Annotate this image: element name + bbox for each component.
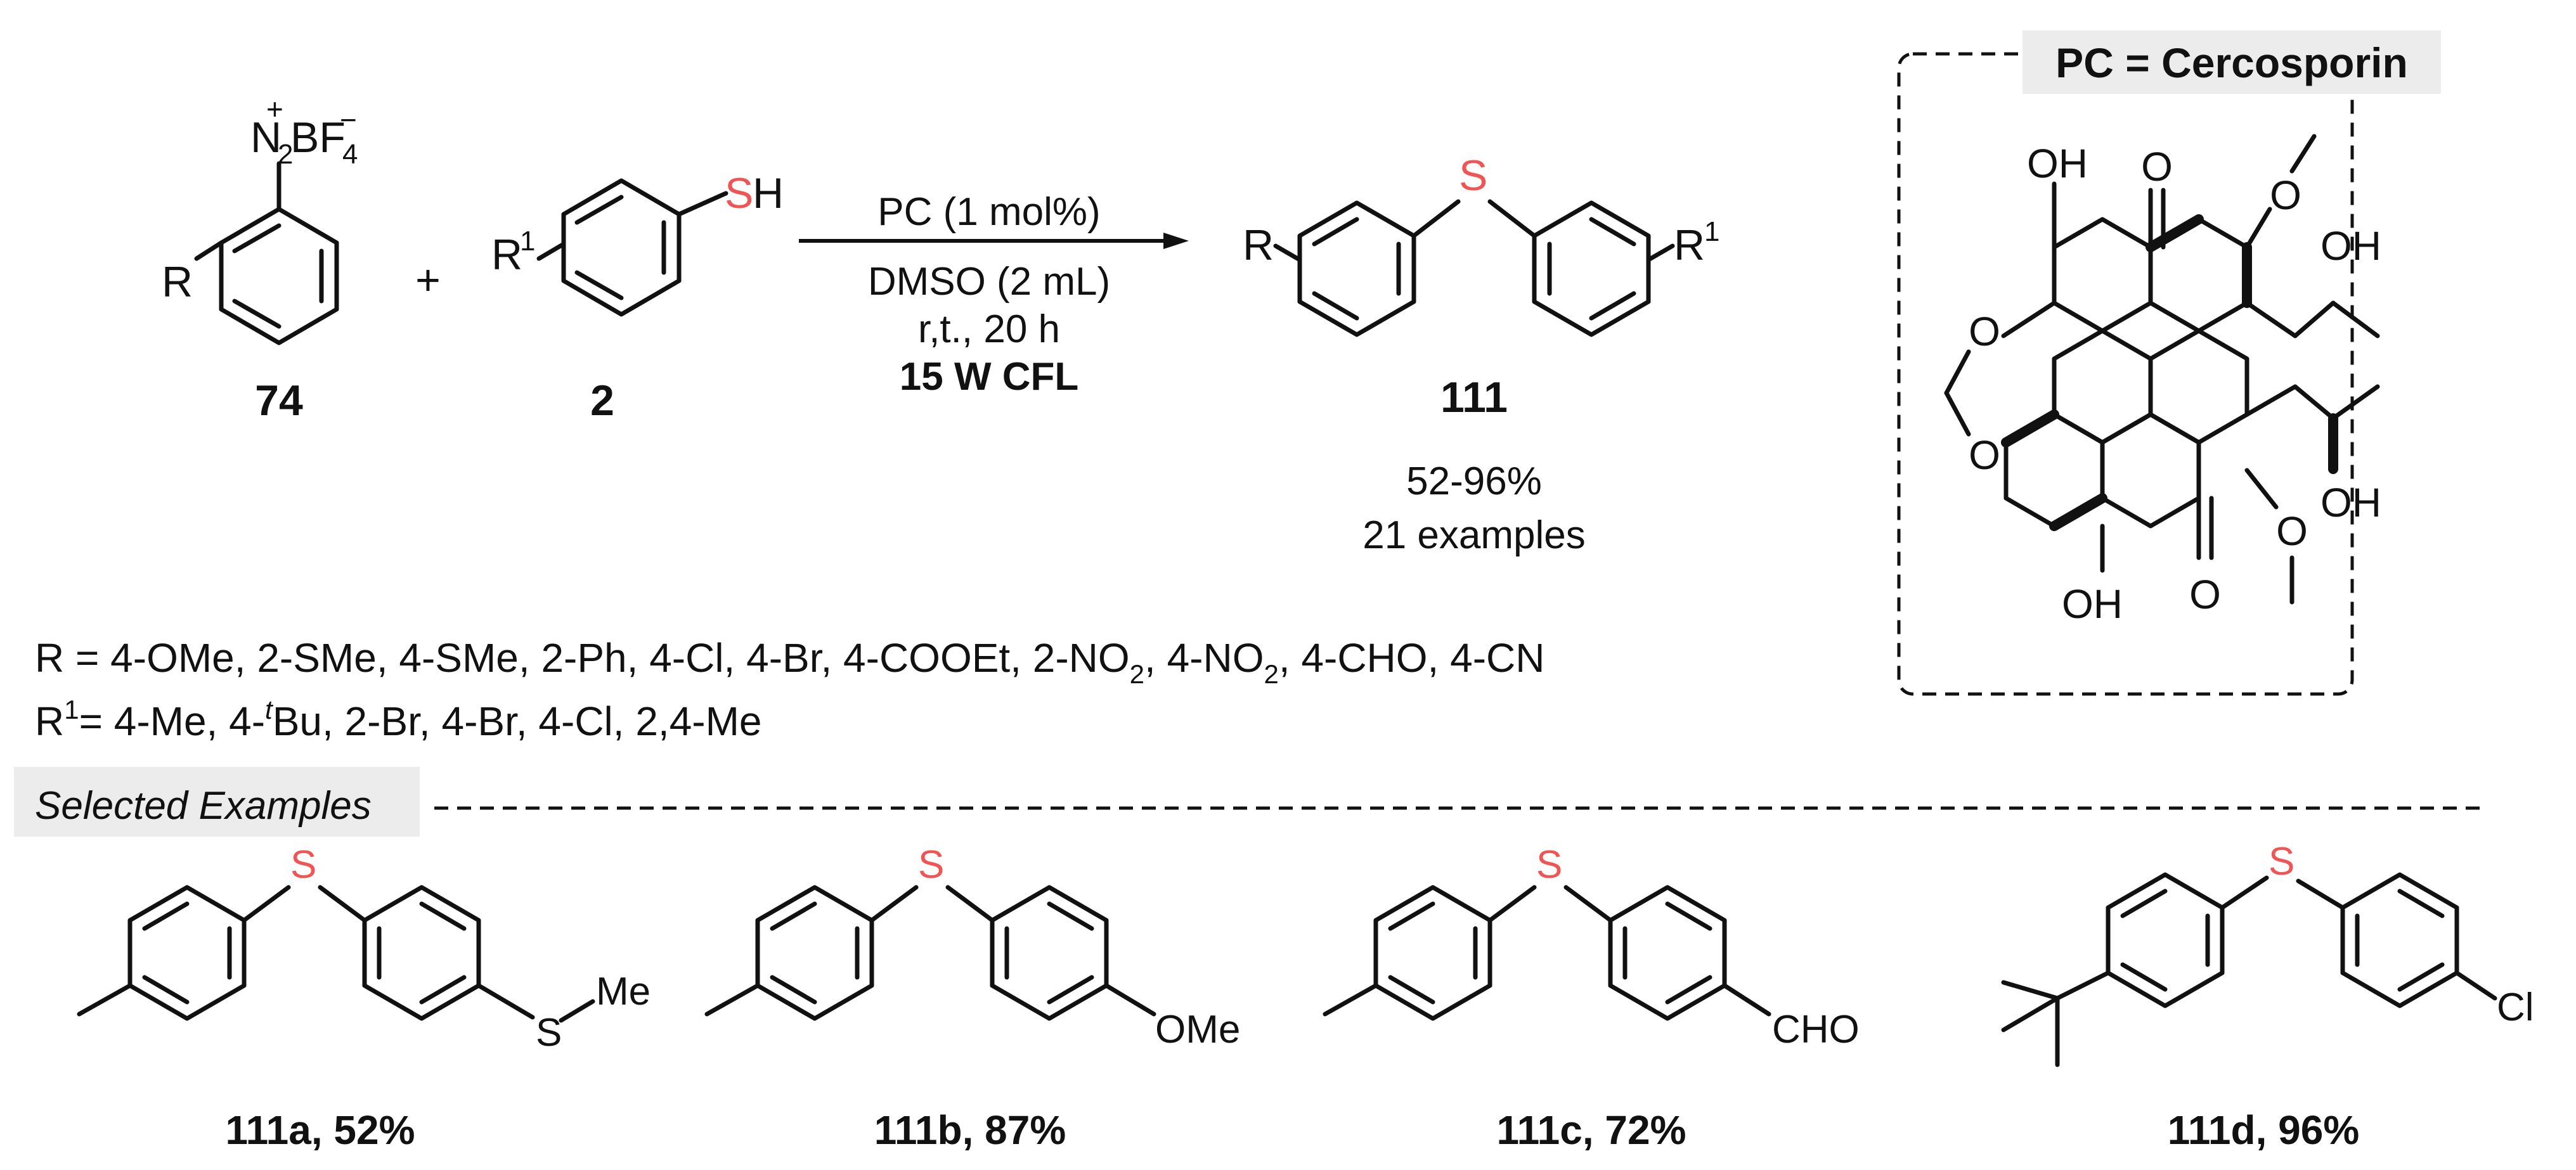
r1-substituents: R1= 4-Me, 4-tBu, 2-Br, 4-Br, 4-Cl, 2,4-M…	[35, 695, 762, 744]
plus-sign: +	[415, 256, 441, 304]
reagent-74: N 2 BF 4 + − R 74	[162, 93, 358, 425]
condition-solvent: DMSO (2 mL)	[868, 260, 1110, 304]
selected-examples-header: Selected Examples	[35, 784, 372, 828]
example-b-substituent: OMe	[1155, 1008, 1240, 1051]
example-c-label: 111c, 72%	[1497, 1107, 1686, 1153]
example-111a: S S Me 111a, 52%	[77, 843, 650, 1153]
thiol-s-label: S	[725, 169, 753, 217]
thiol-h-label: H	[753, 169, 784, 217]
svg-text:OH: OH	[2027, 141, 2088, 186]
condition-catalyst: PC (1 mol%)	[877, 190, 1100, 234]
compound-id-111: 111	[1440, 373, 1508, 421]
svg-text:S: S	[918, 843, 944, 887]
example-111b: S OMe 111b, 87%	[704, 843, 1240, 1153]
s-label-a: S	[290, 843, 316, 887]
condition-light: 15 W CFL	[900, 355, 1078, 399]
example-111d: S Cl 111d, 96%	[2001, 840, 2534, 1153]
example-c-substituent: CHO	[1772, 1008, 1860, 1051]
svg-text:S: S	[536, 1011, 562, 1055]
product-111: S R R 1 111 52-96% 21 examples	[1243, 151, 1719, 557]
svg-text:−: −	[340, 103, 357, 136]
svg-text:2: 2	[278, 139, 293, 170]
svg-text:O: O	[2189, 572, 2221, 617]
svg-text:O: O	[2141, 144, 2173, 190]
svg-text:OH: OH	[2062, 581, 2123, 627]
pc-header: PC = Cercosporin	[2055, 39, 2408, 86]
svg-text:OH: OH	[2320, 480, 2381, 525]
photocatalyst-box: PC = Cercosporin OH O O	[1897, 30, 2441, 696]
svg-text:1: 1	[520, 226, 535, 257]
condition-time: r,t., 20 h	[918, 307, 1060, 351]
svg-text:+: +	[266, 93, 283, 125]
cercosporin-structure: OH O O OH O O OH	[1944, 134, 2381, 627]
svg-text:O: O	[2276, 508, 2308, 554]
examples-count: 21 examples	[1362, 513, 1586, 557]
reagent-2: S H R 1 2	[491, 169, 784, 425]
svg-text:4: 4	[342, 139, 358, 170]
svg-text:S: S	[2269, 840, 2294, 884]
example-a-substituent: Me	[596, 970, 650, 1013]
svg-text:OH: OH	[2320, 223, 2381, 269]
svg-text:1: 1	[1704, 216, 1719, 247]
svg-text:O: O	[2270, 172, 2301, 218]
example-111c: S CHO 111c, 72%	[1323, 843, 1860, 1153]
r-substituents: R = 4-OMe, 2-SMe, 4-SMe, 2-Ph, 4-Cl, 4-B…	[35, 635, 1544, 689]
compound-id-74: 74	[255, 376, 303, 425]
example-b-label: 111b, 87%	[874, 1107, 1066, 1153]
r-label: R	[162, 258, 193, 306]
svg-text:N: N	[250, 113, 282, 162]
product-s-label: S	[1459, 151, 1487, 200]
example-a-label: 111a, 52%	[226, 1107, 415, 1153]
svg-text:BF: BF	[290, 113, 346, 162]
svg-text:O: O	[1969, 432, 2000, 478]
compound-id-2: 2	[590, 376, 614, 425]
svg-text:S: S	[1536, 843, 1562, 887]
svg-text:R: R	[1674, 221, 1705, 269]
product-r-label: R	[1243, 221, 1274, 269]
selected-header-bg	[14, 767, 420, 837]
svg-text:O: O	[1969, 309, 2000, 354]
example-d-substituent: Cl	[2497, 986, 2534, 1029]
reaction-arrow	[799, 233, 1189, 249]
yield-range: 52-96%	[1406, 460, 1542, 503]
example-d-label: 111d, 96%	[2168, 1107, 2359, 1153]
svg-text:R: R	[491, 231, 522, 279]
